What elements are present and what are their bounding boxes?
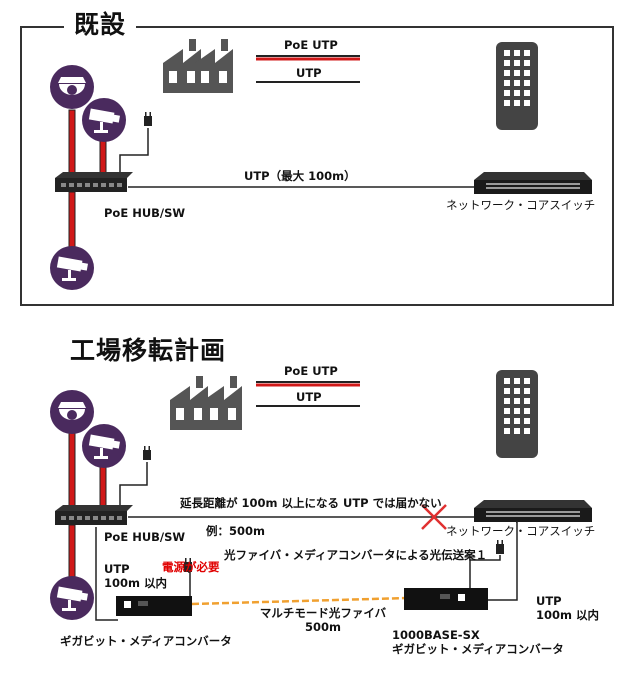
core-switch-icon (474, 172, 592, 194)
media-converter-icon (116, 596, 192, 616)
fiber-cable (191, 596, 409, 606)
core-switch-label: ネットワーク・コアスイッチ (446, 198, 596, 212)
uplink-label: UTP（最大 100m） (244, 169, 356, 183)
power-adapter-icon (143, 446, 151, 460)
fiber-label: マルチモード光ファイバ 500m (259, 606, 387, 634)
dome-camera-icon (50, 65, 94, 109)
utp-to-core-right (488, 521, 518, 601)
hub-switch-icon (55, 505, 133, 525)
plan-title: 工場移転計画 (60, 336, 237, 366)
legend-utp-label: UTP (296, 390, 322, 404)
converter-right-label: 1000BASE-SX ギガビット・メディアコンバータ (392, 628, 564, 656)
hub-switch-icon (55, 172, 133, 192)
factory-icon (170, 376, 208, 430)
bullet-camera-icon (82, 424, 126, 468)
dome-camera-icon (50, 390, 94, 434)
legend-poe-label: PoE UTP (284, 38, 338, 52)
factory-icon (195, 39, 233, 93)
media-converter-icon (404, 588, 488, 610)
bullet-camera-icon (50, 576, 94, 620)
legend-utp-label: UTP (296, 66, 322, 80)
proposal-label: 光ファイバ・メディアコンバータによる光伝送案１ (224, 548, 488, 562)
legend-plan (256, 381, 360, 407)
hub-label: PoE HUB/SW (104, 206, 186, 220)
building-icon (496, 370, 538, 458)
cross-icon (421, 504, 447, 530)
core-switch-icon (474, 500, 592, 522)
existing-title: 既設 (64, 10, 137, 40)
factory-icon (204, 376, 242, 430)
utp-left-label: UTP 100m 以内 (104, 562, 167, 590)
power-required-label: 電源が必要 (162, 560, 220, 574)
bullet-camera-icon (50, 246, 94, 290)
hub-label: PoE HUB/SW (104, 530, 186, 544)
converter-left-label: ギガビット・メディアコンバータ (60, 634, 232, 648)
example-distance: 例：500m (206, 524, 265, 538)
utp-to-converter-left (95, 527, 118, 621)
utp-right-label: UTP 100m 以内 (536, 594, 599, 622)
power-adapter-icon (496, 540, 504, 554)
power-adapter-icon (144, 112, 152, 126)
bullet-camera-icon (82, 98, 126, 142)
core-switch-label: ネットワーク・コアスイッチ (446, 524, 596, 538)
building-icon (496, 42, 538, 130)
legend-poe-label: PoE UTP (284, 364, 338, 378)
warning-label: 延長距離が 100m 以上になる UTP では届かない (180, 496, 442, 510)
legend-existing (256, 55, 360, 83)
